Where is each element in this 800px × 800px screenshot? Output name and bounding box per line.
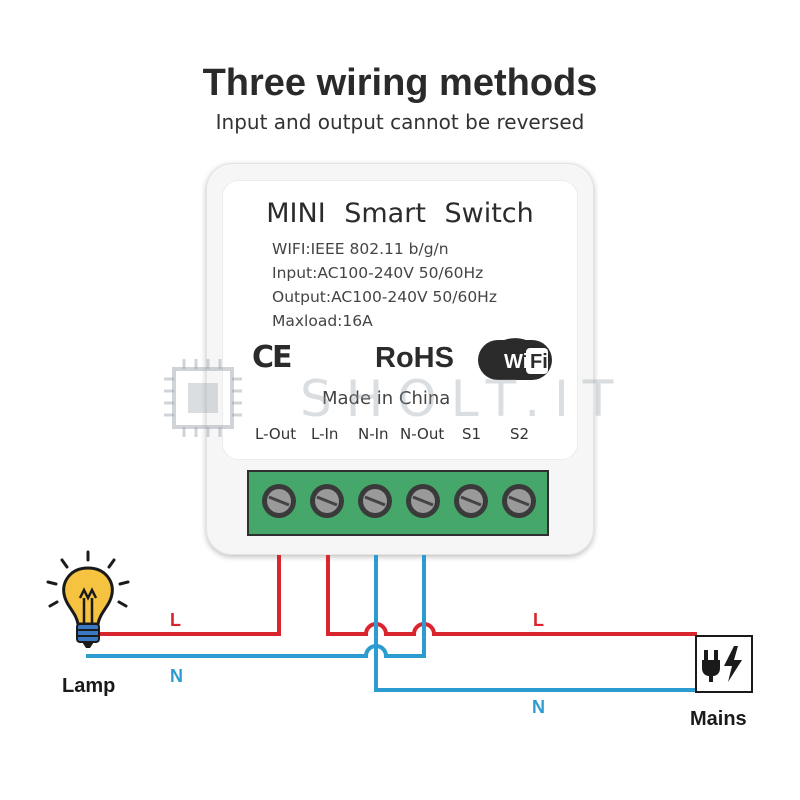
watermark-chip-icon <box>164 359 242 437</box>
watermark-text: SHOLT.IT <box>300 370 628 428</box>
terminal-label-n-out: N-Out <box>400 425 445 443</box>
rohs-mark: RoHS <box>375 342 454 374</box>
ce-mark: CE <box>252 340 292 375</box>
live-label-right: L <box>533 610 544 630</box>
made-in-label: Made in China <box>322 388 451 409</box>
live-wire-mains <box>326 555 697 636</box>
device-label-panel <box>222 180 578 460</box>
mains-plug-icon <box>695 635 753 693</box>
terminal-label-s2: S2 <box>510 425 530 443</box>
lamp-label: Lamp <box>62 675 116 697</box>
terminal-label-s1: S1 <box>462 425 482 443</box>
lamp-bulb-icon <box>46 550 130 648</box>
spec-maxload: Maxload:16A <box>272 312 373 330</box>
terminal-label-l-in: L-In <box>311 425 339 443</box>
wifi-badge-icon: Wi Fi <box>478 338 552 380</box>
screw-icon <box>454 484 488 518</box>
terminal-label-n-in: N-In <box>358 425 389 443</box>
live-label-left: L <box>170 610 181 630</box>
page-title: Three wiring methods <box>202 62 598 104</box>
screw-icon <box>358 484 392 518</box>
page-subtitle: Input and output cannot be reversed <box>215 110 585 134</box>
screw-icon <box>502 484 536 518</box>
screw-icon <box>262 484 296 518</box>
spec-input: Input:AC100-240V 50/60Hz <box>272 264 484 282</box>
neutral-wire-mains <box>374 555 697 692</box>
spec-output: Output:AC100-240V 50/60Hz <box>272 288 497 306</box>
neutral-label-right: N <box>532 697 545 717</box>
screw-icon <box>310 484 344 518</box>
device-title: MINI Smart Switch <box>266 198 534 229</box>
spec-wifi: WIFI:IEEE 802.11 b/g/n <box>272 240 449 258</box>
mains-label: Mains <box>690 708 747 730</box>
live-wire-lamp <box>96 555 281 636</box>
wifi-badge-text: Fi <box>530 351 548 373</box>
terminal-screws <box>262 484 536 518</box>
terminal-block <box>247 470 549 536</box>
screw-icon <box>406 484 440 518</box>
svg-text:Wi: Wi <box>504 351 528 373</box>
neutral-label-left: N <box>170 666 183 686</box>
terminal-label-l-out: L-Out <box>255 425 297 443</box>
